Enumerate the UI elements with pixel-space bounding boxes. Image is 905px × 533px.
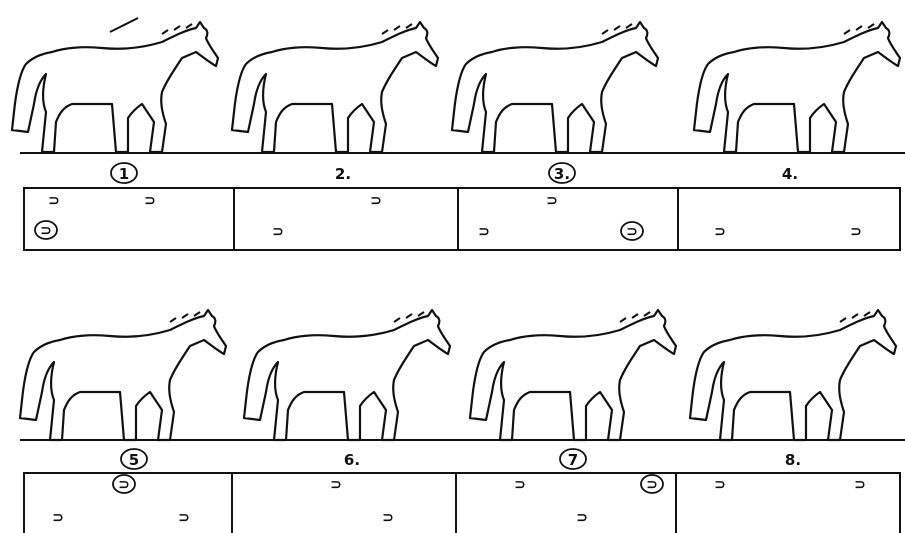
hoofprint-icon: ⊃ — [52, 510, 64, 526]
horse-outline-icon — [452, 22, 658, 152]
frame-labels-top: 1 2. 3. 4. — [111, 163, 798, 183]
hoofprint-icon: ⊃ — [514, 477, 526, 493]
frame-label: 2. — [335, 165, 351, 183]
hoofprint-icon: ⊃ — [178, 510, 190, 526]
horse-outline-icon — [694, 22, 900, 152]
frame-labels-bottom: 5 6. 7 8. — [121, 449, 801, 469]
hoofprint-icon: ⊃ — [478, 224, 490, 240]
hoofprint-icon: ⊃ — [382, 510, 394, 526]
hoofprint-icon: ⊃ — [118, 477, 130, 493]
horse-outline-icon — [12, 18, 218, 152]
frame-label: 6. — [344, 451, 360, 469]
horse-outline-icon — [690, 310, 896, 440]
frame-label: 5 — [129, 451, 139, 469]
hoofprint-icon: ⊃ — [370, 193, 382, 209]
frame-label: 4. — [782, 165, 798, 183]
footfall-box — [456, 473, 676, 533]
horse-row-top — [12, 18, 905, 153]
horse-outline-icon — [244, 310, 450, 440]
horse-outline-icon — [20, 310, 226, 440]
horse-outline-icon — [470, 310, 676, 440]
hoofprint-icon: ⊃ — [646, 477, 658, 493]
footfall-box — [234, 188, 458, 250]
hoofprint-icon: ⊃ — [48, 193, 60, 209]
footfall-boxes-bottom: ⊃ ⊃ ⊃ ⊃ ⊃ ⊃ ⊃ ⊃ ⊃ ⊃ — [24, 473, 900, 533]
footfall-box — [232, 473, 456, 533]
hoofprint-icon: ⊃ — [330, 477, 342, 493]
hoofprint-icon: ⊃ — [546, 193, 558, 209]
frame-label: 7 — [568, 451, 578, 469]
footfall-boxes-top: ⊃ ⊃ ⊃ ⊃ ⊃ ⊃ ⊃ ⊃ ⊃ ⊃ — [24, 188, 900, 250]
frame-label: 8. — [785, 451, 801, 469]
hoofprint-icon: ⊃ — [854, 477, 866, 493]
footfall-box — [458, 188, 678, 250]
frame-label: 3. — [554, 165, 570, 183]
hoofprint-icon: ⊃ — [714, 224, 726, 240]
hoofprint-icon: ⊃ — [576, 510, 588, 526]
hoofprint-icon: ⊃ — [144, 193, 156, 209]
hoofprint-icon: ⊃ — [714, 477, 726, 493]
horse-outline-icon — [232, 22, 438, 152]
hoofprint-icon: ⊃ — [40, 223, 52, 239]
footfall-box — [676, 473, 900, 533]
footfall-box — [678, 188, 900, 250]
hoofprint-icon: ⊃ — [626, 224, 638, 240]
horse-row-bottom — [20, 310, 905, 440]
frame-label: 1 — [119, 165, 129, 183]
hoofprint-icon: ⊃ — [272, 224, 284, 240]
hoofprint-icon: ⊃ — [850, 224, 862, 240]
